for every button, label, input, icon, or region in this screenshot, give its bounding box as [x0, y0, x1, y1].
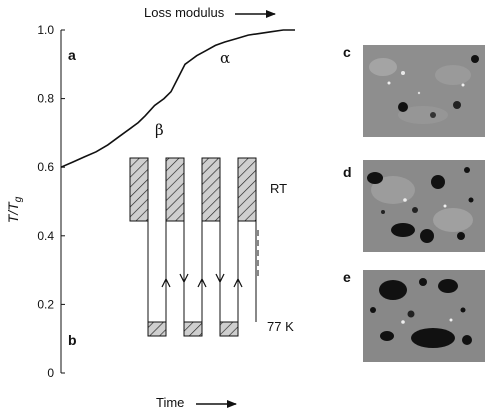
time-label: Time	[156, 395, 184, 410]
panel-label-d: d	[343, 164, 352, 180]
up-arrow-icon	[197, 277, 207, 288]
rt-label: RT	[270, 181, 287, 196]
thermal-cycle-schematic: RT 77 K	[129, 157, 294, 337]
y-tick-label: 0.8	[37, 92, 54, 106]
micrograph-c	[363, 45, 485, 137]
cold-block-3	[219, 321, 239, 337]
panel-label-e: e	[343, 269, 351, 285]
loss-modulus-label: Loss modulus	[144, 5, 225, 20]
up-arrow-icon	[161, 277, 171, 288]
rt-block-3	[201, 157, 221, 222]
y-tick-label: 0.4	[37, 229, 54, 243]
rt-block-1	[129, 157, 149, 222]
y-tick-label: 0.2	[37, 297, 54, 311]
cold-block-1	[147, 321, 167, 337]
micrograph-d	[363, 160, 485, 252]
y-tick-label: 0	[47, 366, 54, 380]
cold-block-2	[183, 321, 203, 337]
y-axis-label: T/Tg	[5, 196, 24, 223]
loss-modulus-curve	[60, 29, 295, 168]
panel-label-c: c	[343, 44, 351, 60]
y-tick-label: 1.0	[37, 23, 54, 37]
panel-label-b: b	[68, 332, 77, 348]
low-temp-label: 77 K	[267, 319, 294, 334]
rt-block-2	[165, 157, 185, 222]
rt-block-4	[237, 157, 257, 222]
panel-label-a: a	[68, 47, 76, 63]
down-arrow-icon	[215, 273, 225, 284]
down-arrow-icon	[179, 273, 189, 284]
up-arrow-icon	[233, 277, 243, 288]
micrograph-e	[363, 270, 485, 362]
y-ticks: 0 0.2 0.4 0.6 0.8 1.0	[37, 23, 65, 380]
beta-label: β	[155, 121, 164, 139]
alpha-label: α	[220, 49, 230, 67]
y-tick-label: 0.6	[37, 160, 54, 174]
